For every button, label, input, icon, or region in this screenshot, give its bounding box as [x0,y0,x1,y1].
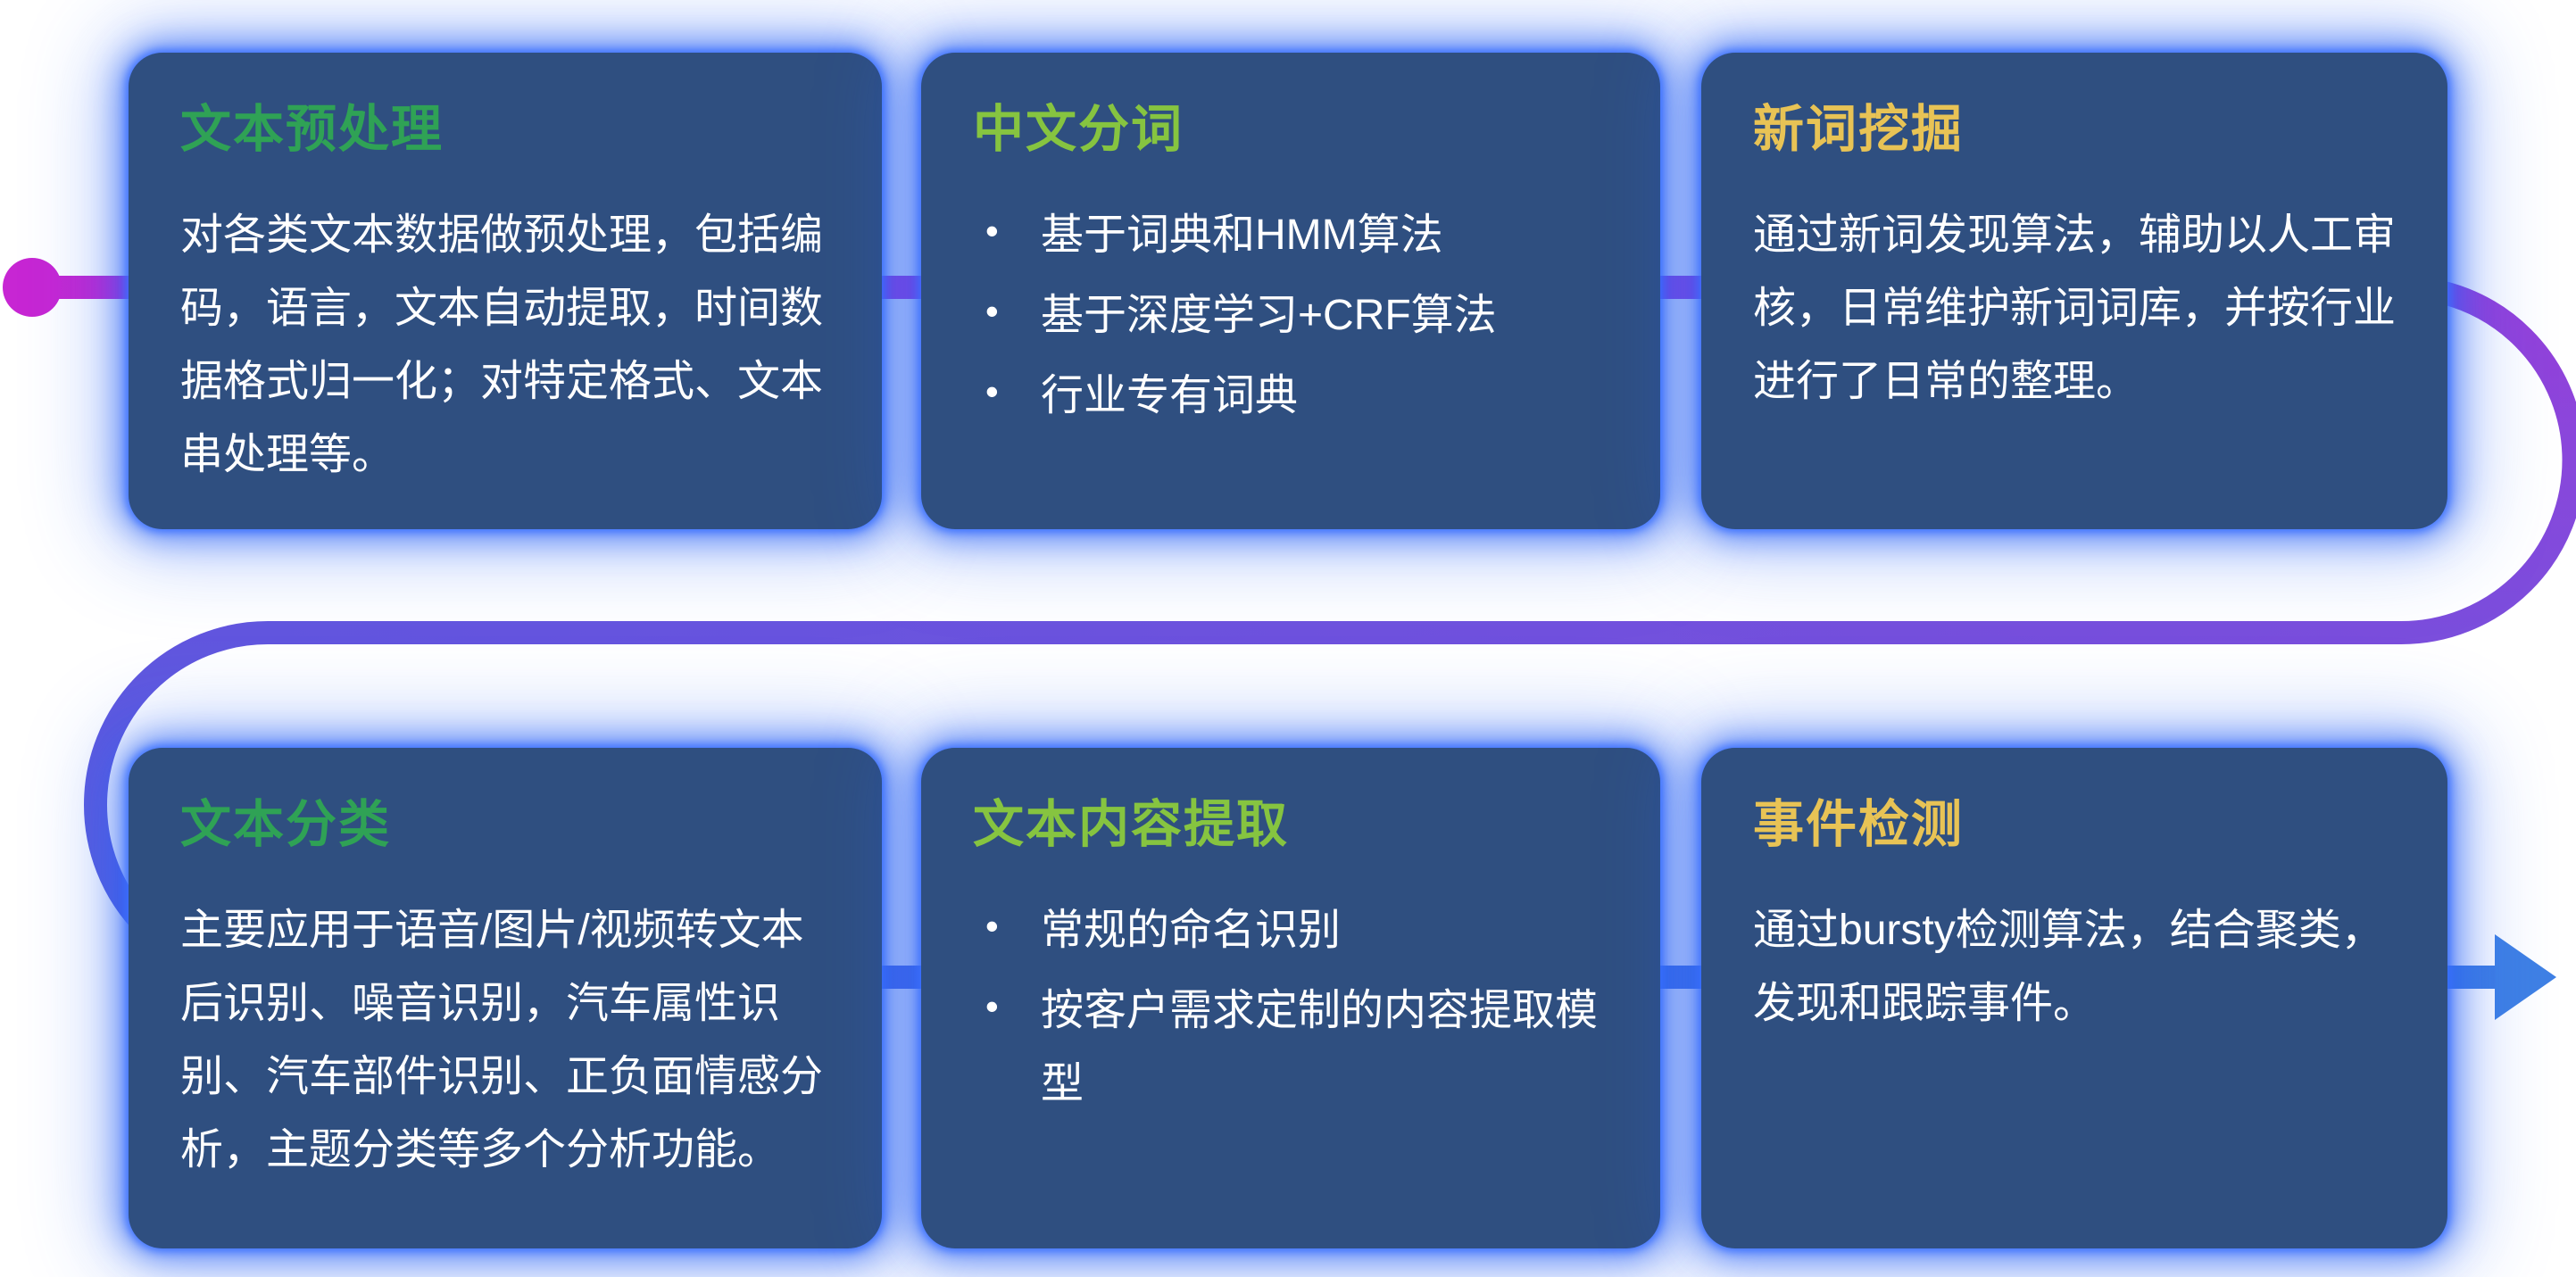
bullet-item: 按客户需求定制的内容提取模型 [973,974,1608,1121]
card-title: 文本预处理 [180,101,444,158]
card-body: 对各类文本数据做预处理，包括编码，语言，文本自动提取，时间数据格式归一化；对特定… [180,211,824,478]
card-event-detection: 事件检测 通过bursty检测算法，结合聚类，发现和跟踪事件。 [1701,748,2447,1248]
card-body: 主要应用于语音/图片/视频转文本后识别、噪音识别，汽车属性识别、汽车部件识别、正… [180,906,824,1173]
card-text-classification: 文本分类 主要应用于语音/图片/视频转文本后识别、噪音识别，汽车属性识别、汽车部… [129,748,882,1248]
card-text-preprocessing: 文本预处理 对各类文本数据做预处理，包括编码，语言，文本自动提取，时间数据格式归… [129,53,882,529]
bullet-item: 基于深度学习+CRF算法 [973,279,1608,352]
card-body: 通过bursty检测算法，结合聚类，发现和跟踪事件。 [1753,906,2384,1027]
card-body: 通过新词发现算法，辅助以人工审核，日常维护新词词库，并按行业进行了日常的整理。 [1753,211,2397,405]
card-chinese-word-segmentation: 中文分词 基于词典和HMM算法 基于深度学习+CRF算法 行业专有词典 [921,53,1660,529]
bullet-item: 基于词典和HMM算法 [973,199,1608,272]
card-title: 新词挖掘 [1753,101,1964,158]
card-title: 文本内容提取 [973,796,1289,853]
flow-start-dot-icon [3,258,62,317]
card-new-word-mining: 新词挖掘 通过新词发现算法，辅助以人工审核，日常维护新词词库，并按行业进行了日常… [1701,53,2447,529]
bullet-list: 基于词典和HMM算法 基于深度学习+CRF算法 行业专有词典 [973,199,1608,433]
card-text-content-extraction: 文本内容提取 常规的命名识别 按客户需求定制的内容提取模型 [921,748,1660,1248]
bullet-item: 行业专有词典 [973,360,1608,433]
card-title: 文本分类 [180,796,391,853]
flow-arrow-icon [2495,934,2556,1020]
flow-curve-right [2400,276,2576,644]
card-title: 事件检测 [1753,796,1964,853]
bullet-item: 常规的命名识别 [973,894,1608,967]
bullet-list: 常规的命名识别 按客户需求定制的内容提取模型 [973,894,1608,1121]
card-title: 中文分词 [973,101,1184,158]
